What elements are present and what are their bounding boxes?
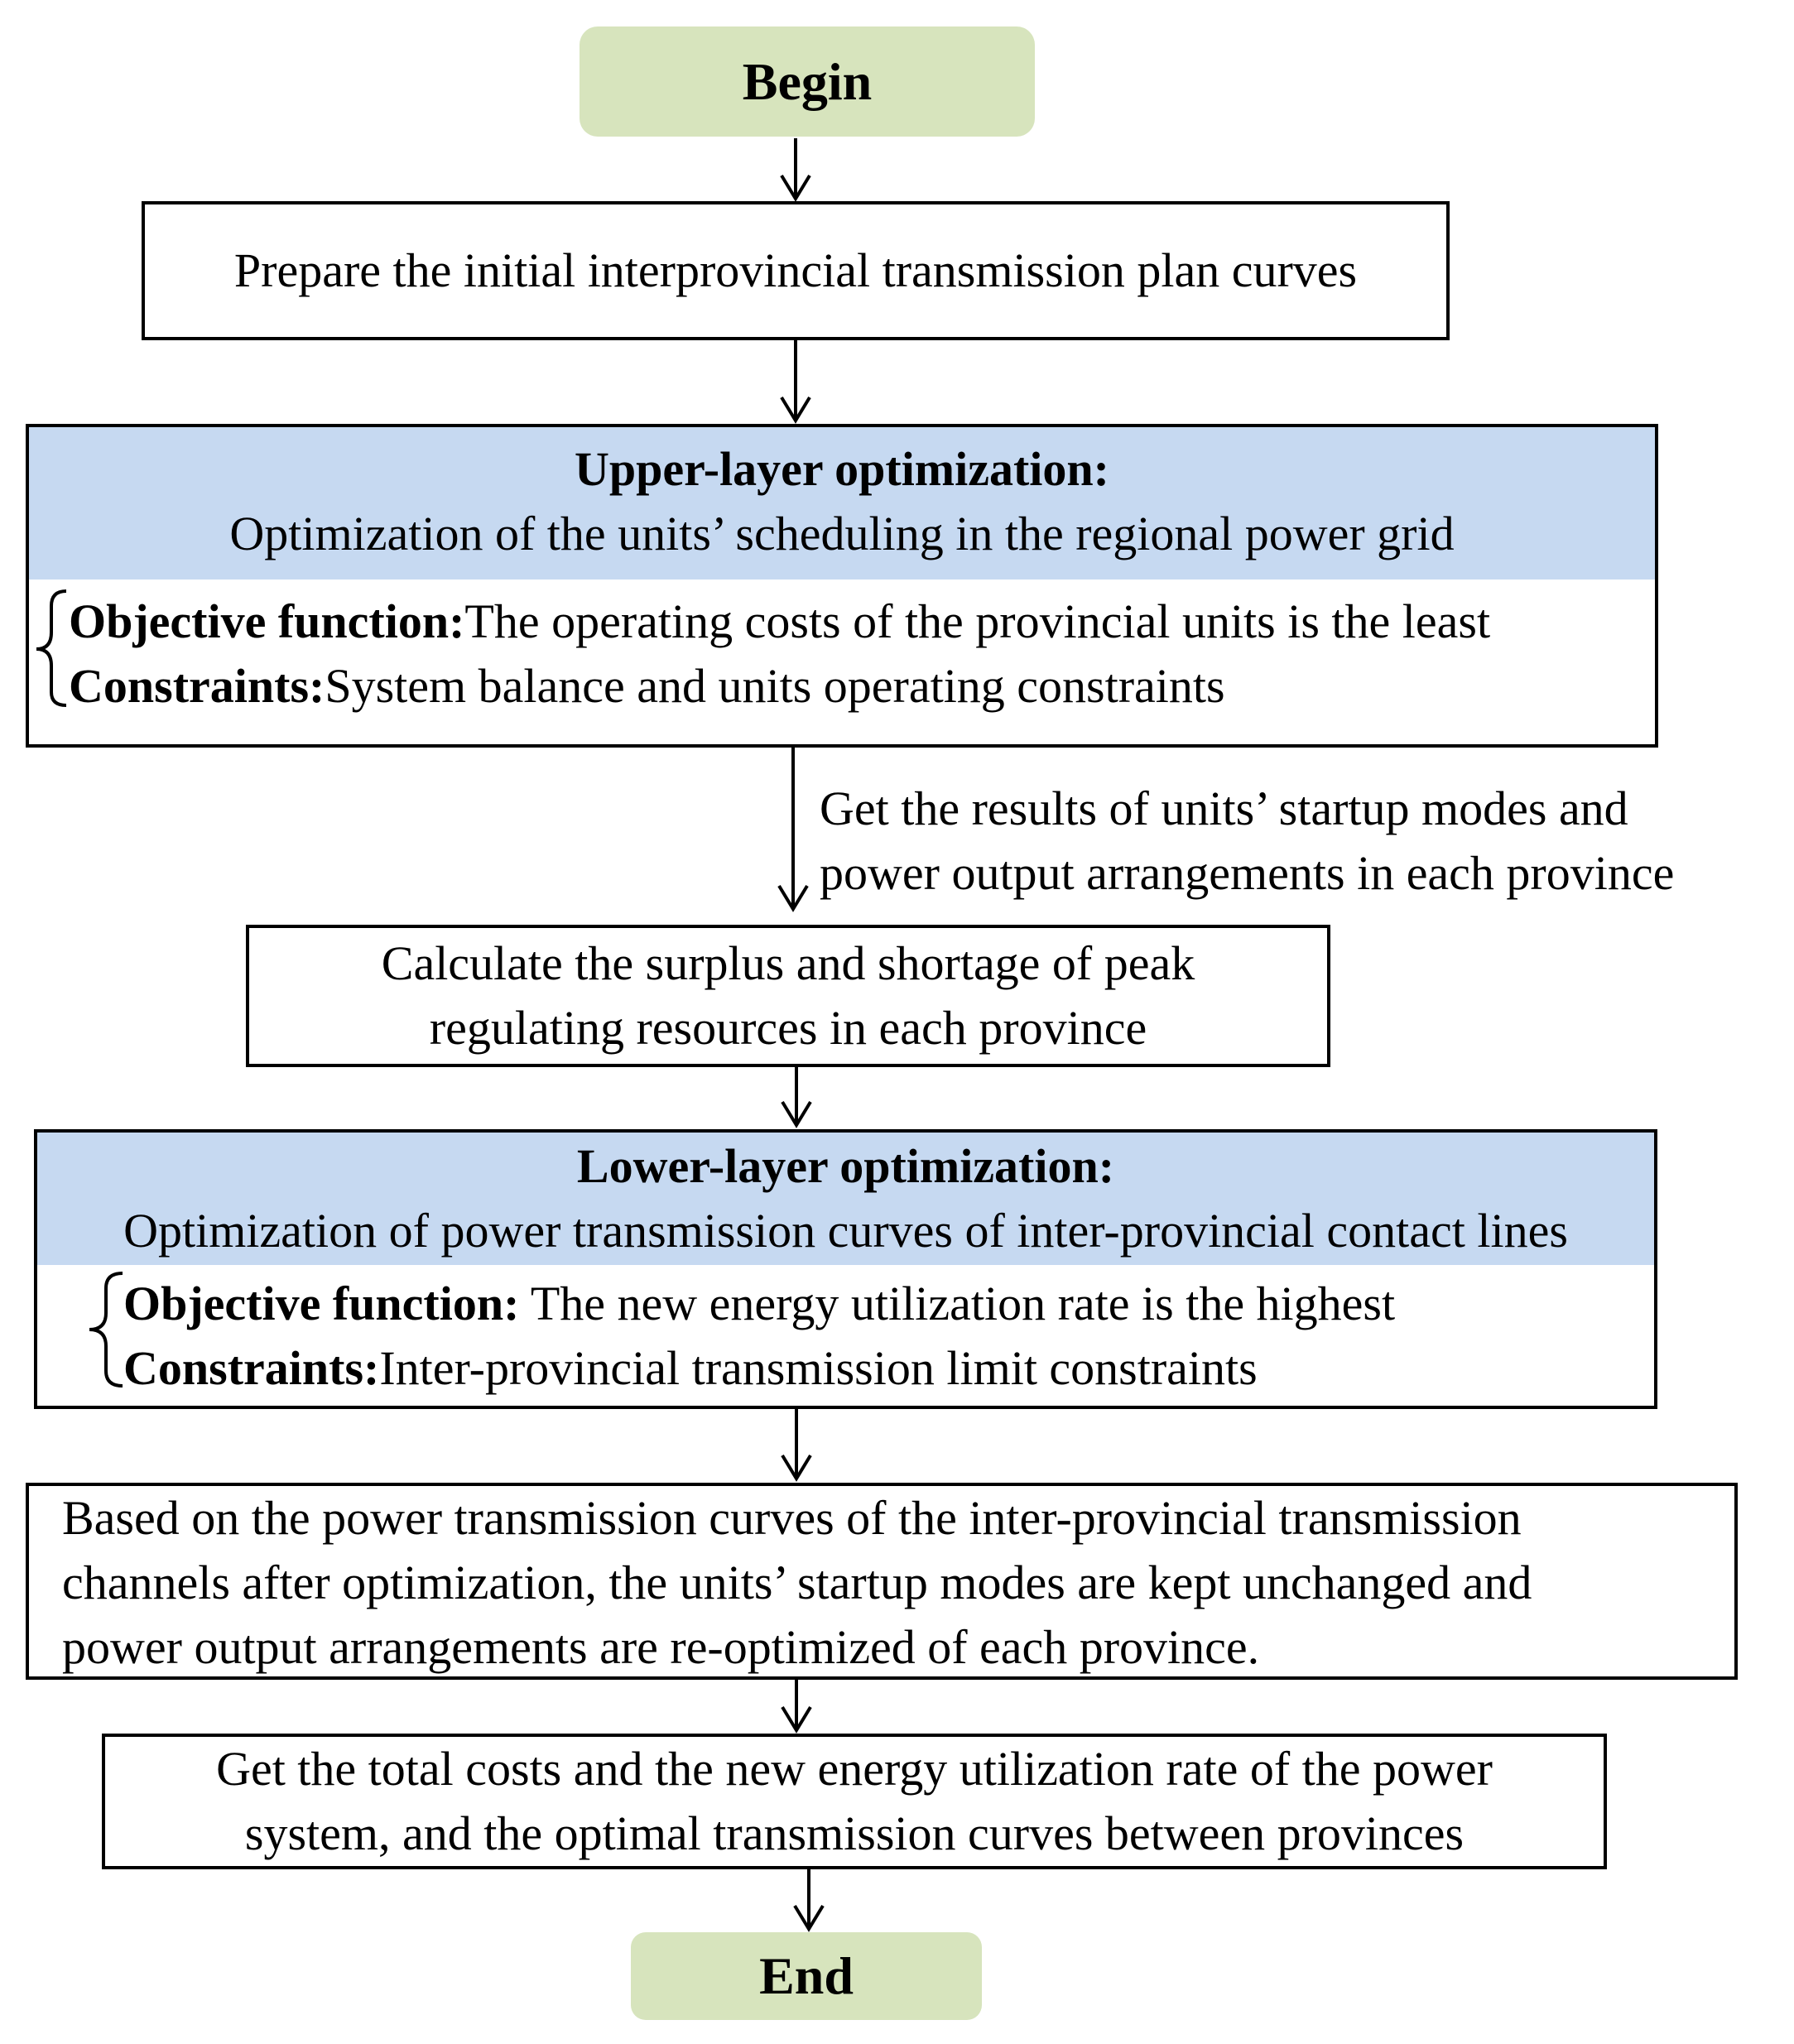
surplus-shortage-line-2: regulating resources in each province xyxy=(429,1001,1147,1055)
lower-constraints-text: Inter-provincial transmission limit cons… xyxy=(379,1341,1258,1395)
lower-layer-details: Objective function: The new energy utili… xyxy=(123,1272,1395,1401)
total-costs-line-2: system, and the optimal transmission cur… xyxy=(244,1806,1465,1860)
surplus-shortage-line-1: Calculate the surplus and shortage of pe… xyxy=(381,936,1195,990)
upper-objective-row: Objective function:The operating costs o… xyxy=(69,589,1490,654)
reoptimize-line-2: channels after optimization, the units’ … xyxy=(62,1556,1532,1609)
total-costs-line-1: Get the total costs and the new energy u… xyxy=(216,1742,1493,1796)
upper-constraints-row: Constraints:System balance and units ope… xyxy=(69,654,1490,719)
reoptimize-text: Based on the power transmission curves o… xyxy=(62,1486,1532,1680)
end-terminal: End xyxy=(631,1932,982,2020)
arrowhead-total-to-end xyxy=(793,1904,825,1932)
upper-layer-box: Upper-layer optimization: Optimization o… xyxy=(26,424,1658,748)
lower-objective-text: The new energy utilization rate is the h… xyxy=(519,1277,1396,1330)
results-note-line-1: Get the results of units’ startup modes … xyxy=(820,782,1628,835)
lower-constraints-row: Constraints:Inter-provincial transmissio… xyxy=(123,1336,1395,1401)
upper-constraints-label: Constraints: xyxy=(69,659,325,713)
upper-layer-title: Upper-layer optimization: xyxy=(575,442,1109,496)
surplus-shortage-box: Calculate the surplus and shortage of pe… xyxy=(246,925,1330,1067)
lower-layer-subtitle: Optimization of power transmission curve… xyxy=(123,1204,1568,1258)
upper-brace xyxy=(36,589,67,707)
begin-terminal: Begin xyxy=(580,26,1035,137)
upper-layer-subtitle: Optimization of the units’ scheduling in… xyxy=(229,507,1455,560)
lower-layer-box: Lower-layer optimization: Optimization o… xyxy=(34,1129,1657,1409)
lower-layer-header: Lower-layer optimization: Optimization o… xyxy=(37,1133,1654,1265)
total-costs-box: Get the total costs and the new energy u… xyxy=(102,1734,1607,1869)
reoptimize-line-3: power output arrangements are re-optimiz… xyxy=(62,1620,1260,1674)
arrowhead-surplus-to-lower xyxy=(781,1100,812,1128)
upper-objective-text: The operating costs of the provincial un… xyxy=(464,594,1491,648)
reoptimize-box: Based on the power transmission curves o… xyxy=(26,1483,1738,1680)
reoptimize-line-1: Based on the power transmission curves o… xyxy=(62,1491,1522,1545)
arrowhead-begin-to-prepare xyxy=(780,174,811,202)
arrowhead-reoptimize-to-total xyxy=(781,1705,812,1734)
results-note-line-2: power output arrangements in each provin… xyxy=(820,846,1675,900)
arrowhead-lower-to-reoptimize xyxy=(781,1454,812,1482)
upper-layer-header: Upper-layer optimization: Optimization o… xyxy=(29,427,1655,580)
upper-objective-label: Objective function: xyxy=(69,594,465,648)
begin-label: Begin xyxy=(742,51,873,111)
lower-layer-title: Lower-layer optimization: xyxy=(576,1139,1115,1193)
lower-objective-label: Objective function: xyxy=(123,1277,520,1330)
results-note: Get the results of units’ startup modes … xyxy=(820,777,1674,906)
prepare-plan-box: Prepare the initial interprovincial tran… xyxy=(142,201,1450,340)
lower-brace xyxy=(89,1272,123,1388)
arrowhead-upper-to-surplus xyxy=(777,884,809,912)
upper-layer-details: Objective function:The operating costs o… xyxy=(69,589,1490,719)
arrowhead-prepare-to-upper xyxy=(780,396,811,424)
lower-objective-row: Objective function: The new energy utili… xyxy=(123,1272,1395,1336)
upper-constraints-text: System balance and units operating const… xyxy=(325,659,1225,713)
lower-constraints-label: Constraints: xyxy=(123,1341,380,1395)
prepare-plan-text: Prepare the initial interprovincial tran… xyxy=(233,243,1358,297)
end-label: End xyxy=(759,1946,854,2005)
